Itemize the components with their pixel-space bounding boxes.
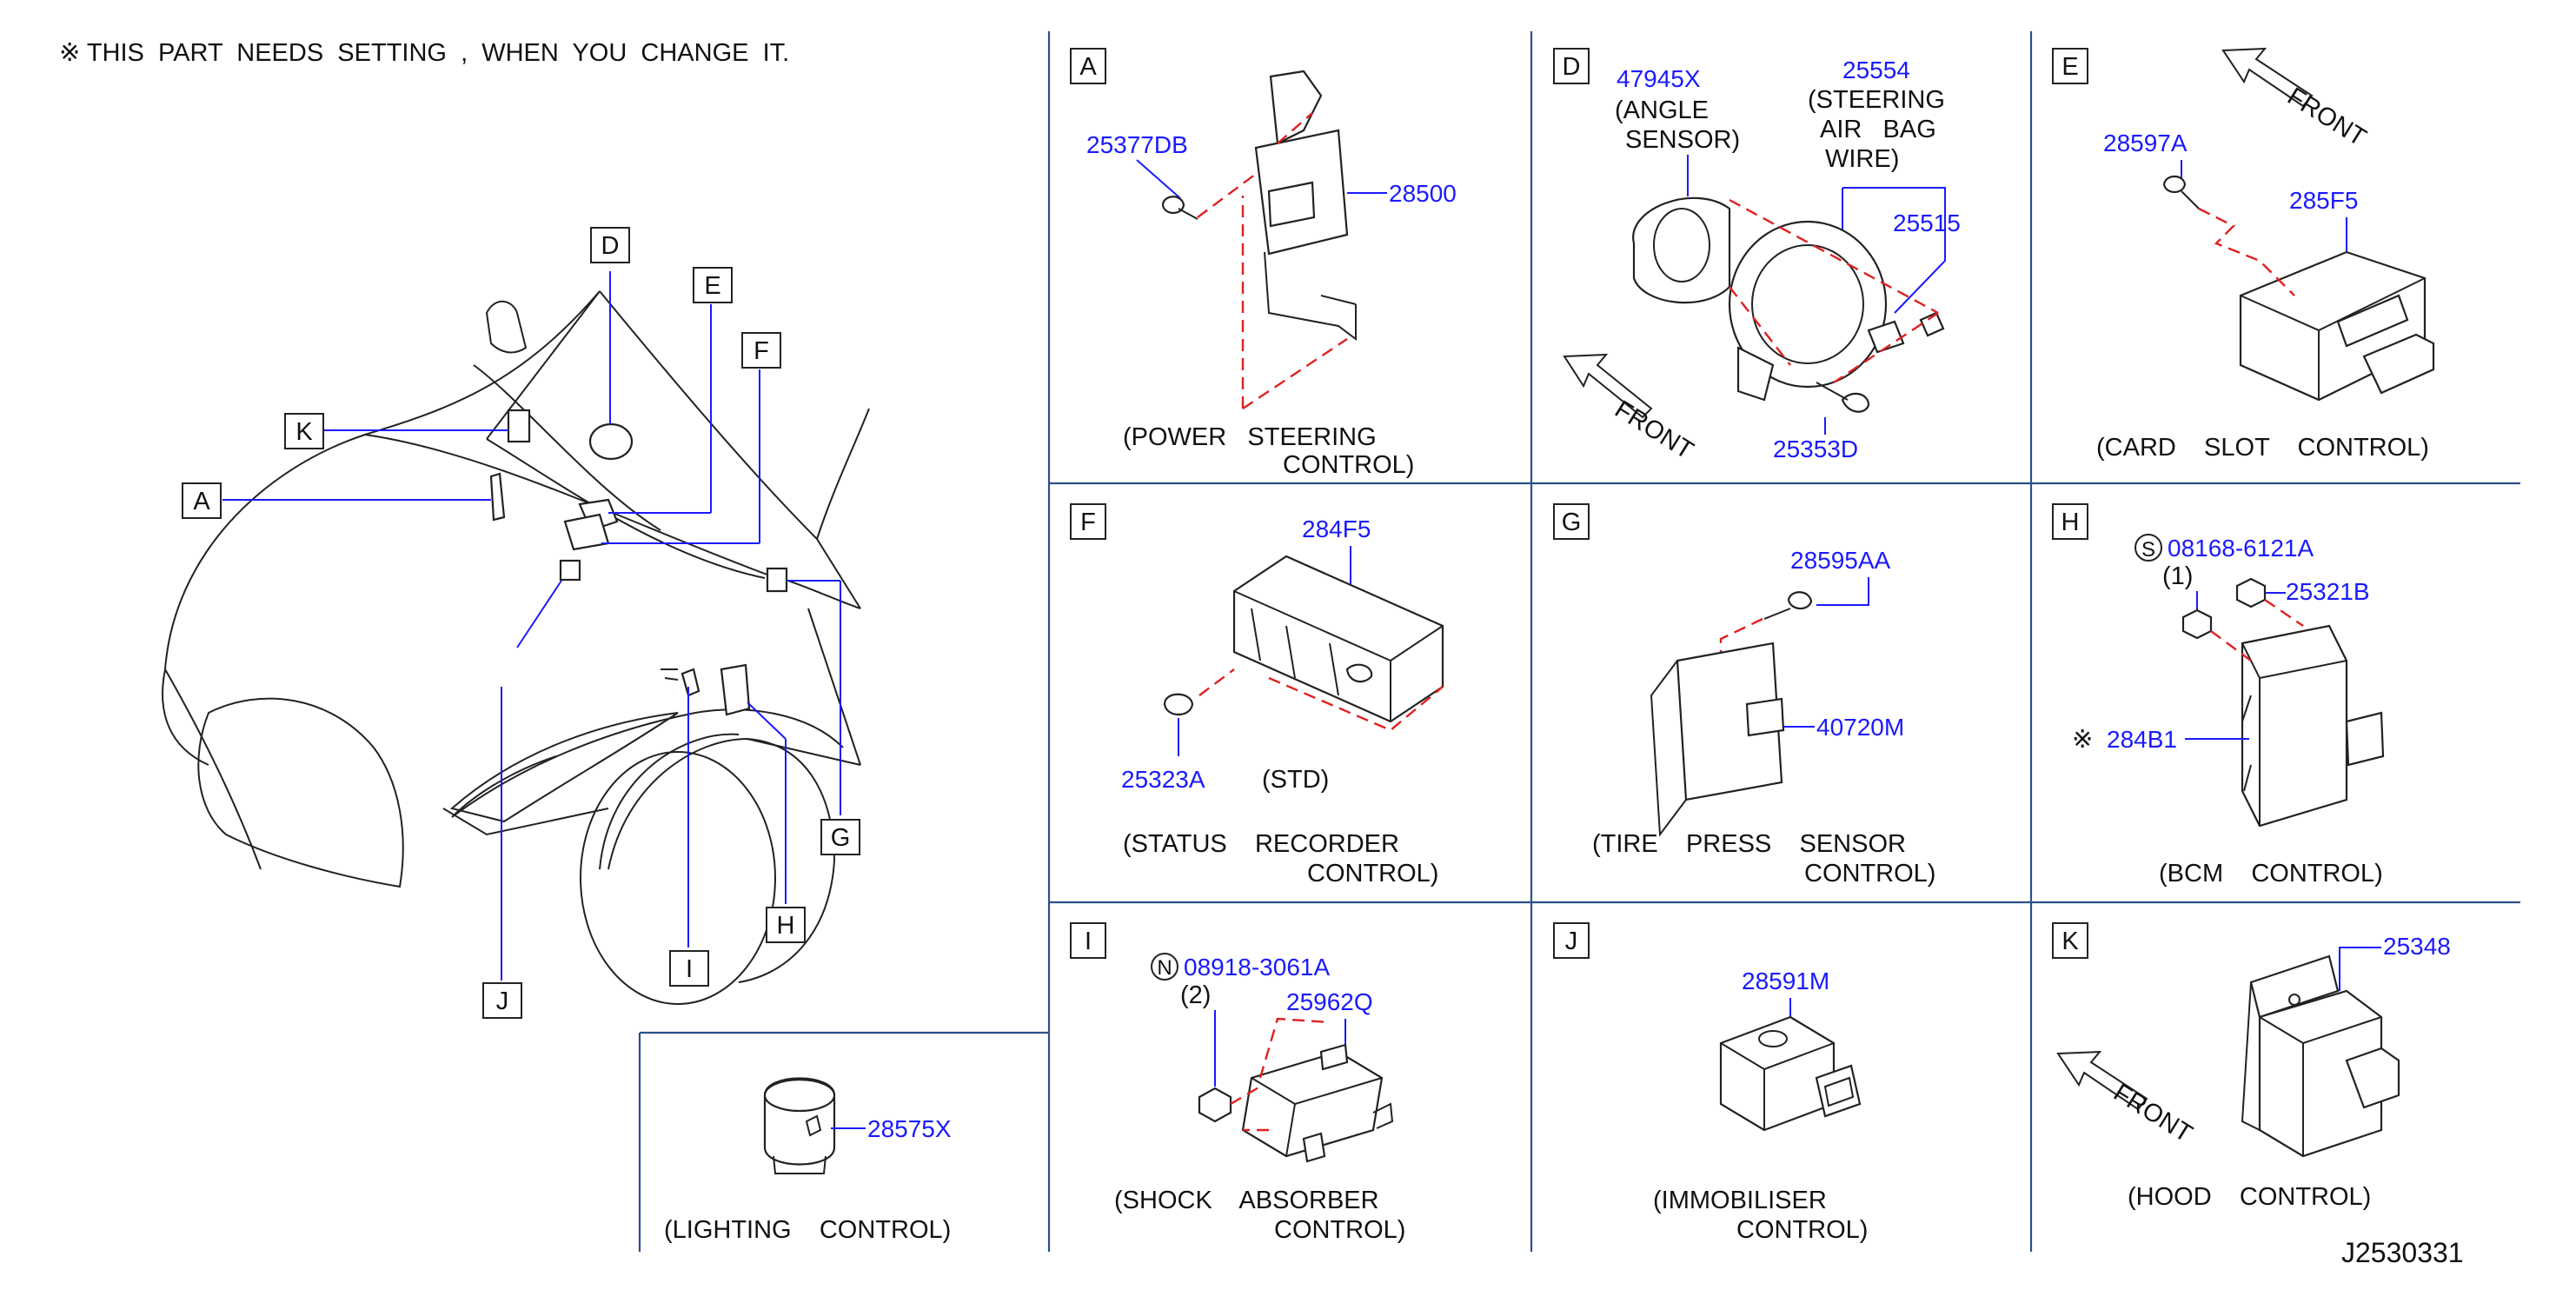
panel-h-qty: (1) [2162,562,2193,590]
panel-d-note-sensor: SENSOR) [1625,126,1740,154]
callout-g: G [820,819,860,855]
svg-text:F: F [754,337,769,365]
callout-e: E [693,267,733,303]
svg-text:H: H [777,912,795,940]
panel-h-note-mark: ※ [2072,726,2093,754]
panel-a: A 25377DB 28500 (POWER STEERING CONTROL) [1070,48,1457,479]
part-08168-6121a: 08168-6121A [2168,535,2314,562]
part-25321b: 25321B [2286,578,2370,605]
part-284f5: 284F5 [1302,515,1371,542]
panel-k: K 25348 FRONT (HOOD CONTROL) [2052,922,2451,1211]
panel-i-qty: (2) [1180,981,1211,1009]
panel-k-letter: K [2061,928,2079,955]
panel-f-caption-2: CONTROL) [1307,860,1438,888]
overview-leaders [222,271,841,981]
svg-text:K: K [295,418,313,446]
panel-j-letter: J [1565,928,1578,955]
panel-i-letter: I [1085,928,1092,955]
panel-e-letter: E [2061,53,2078,81]
callout-f: F [741,332,781,369]
callout-a: A [182,482,222,519]
panel-grid [638,31,2520,1252]
panel-f-std: (STD) [1262,766,1329,794]
panel-h: H S 08168-6121A (1) 25321B ※ 284B1 (BCM … [2052,503,2385,888]
panel-h-s-mark: S [2141,538,2155,562]
svg-text:E: E [704,272,720,300]
part-08918-3061a: 08918-3061A [1184,954,1330,981]
panel-a-caption-1: (POWER STEERING [1123,423,1377,451]
panel-d: D 47945X (ANGLE SENSOR) 25554 (STEERING … [1553,48,1961,465]
part-25323a: 25323A [1121,766,1205,793]
panel-e: E FRONT 28597A 285F5 (CARD SLOT CONTROL) [2052,47,2435,462]
svg-text:A: A [193,488,210,515]
panel-j: J 28591M (IMMOBILISER CONTROL) [1553,922,1868,1244]
panel-j-caption-2: CONTROL) [1736,1216,1868,1244]
part-25348: 25348 [2383,933,2451,960]
svg-text:J: J [496,987,509,1015]
panel-h-caption: (BCM CONTROL) [2159,860,2383,888]
car-overview-illustration [162,290,870,1005]
part-47945x: 47945X [1617,65,1701,92]
part-28595aa: 28595AA [1790,547,1891,574]
panel-f: F 284F5 25323A (STD) (STATUS RECORDER CO… [1070,503,1444,888]
part-25377db: 25377DB [1086,131,1188,158]
part-25554: 25554 [1842,57,1910,83]
callout-d: D [590,227,630,263]
panel-d-front-label: FRONT [1610,396,1698,465]
panel-i-n-mark: N [1157,956,1172,980]
panel-k-front-label: FRONT [2108,1079,2197,1148]
panel-k-caption: (HOOD CONTROL) [2128,1183,2371,1211]
part-28591m: 28591M [1742,968,1829,994]
part-25515: 25515 [1893,209,1961,236]
panel-g-caption-1: (TIRE PRESS SENSOR [1592,830,1906,858]
part-28575x: 28575X [867,1115,952,1142]
panel-lighting-caption: (LIGHTING CONTROL) [664,1216,951,1244]
callout-j: J [482,982,522,1019]
svg-text:G: G [831,824,851,852]
panel-e-front-label: FRONT [2282,83,2371,152]
panel-d-note-wire: WIRE) [1825,145,1899,173]
panel-i: I N 08918-3061A (2) 25962Q (SHOCK ABSORB… [1070,922,1405,1244]
panel-g-caption-2: CONTROL) [1804,860,1935,888]
diagram-code: J2530331 [2341,1237,2464,1268]
panel-d-note-airbag: AIR BAG [1820,116,1936,143]
callout-i: I [669,950,709,987]
panel-f-caption-1: (STATUS RECORDER [1123,830,1399,858]
part-28500: 28500 [1389,180,1457,207]
callout-h: H [766,907,806,943]
panel-a-caption-2: CONTROL) [1283,451,1414,479]
panel-i-caption-1: (SHOCK ABSORBER [1114,1187,1379,1214]
svg-text:I: I [686,955,693,983]
panel-e-caption: (CARD SLOT CONTROL) [2096,434,2429,462]
overview-callout-boxes: A D E F G H I J K [182,227,860,1019]
panel-h-letter: H [2061,509,2080,536]
part-40720m: 40720M [1816,714,1904,741]
panel-a-letter: A [1079,53,1097,81]
svg-text:D: D [601,232,620,260]
panel-d-letter: D [1563,53,1581,81]
panel-j-caption-1: (IMMOBILISER [1653,1187,1827,1214]
part-25353d: 25353D [1773,436,1858,462]
part-284b1: 284B1 [2107,726,2177,753]
panel-d-note-angle: (ANGLE [1615,96,1709,124]
header-note: ※ THIS PART NEEDS SETTING , WHEN YOU CHA… [59,39,789,67]
part-285f5: 285F5 [2289,187,2358,214]
panel-d-note-steering: (STEERING [1808,86,1945,114]
part-25962q: 25962Q [1286,988,1373,1015]
panel-i-caption-2: CONTROL) [1274,1216,1405,1244]
callout-k: K [284,413,324,449]
panel-lighting: 28575X (LIGHTING CONTROL) [664,1077,952,1244]
panel-f-letter: F [1080,509,1096,536]
panel-g-letter: G [1562,509,1582,536]
part-28597a: 28597A [2103,130,2188,156]
panel-g: G 28595AA 40720M (TIRE PRESS SENSOR CONT… [1553,503,1935,888]
